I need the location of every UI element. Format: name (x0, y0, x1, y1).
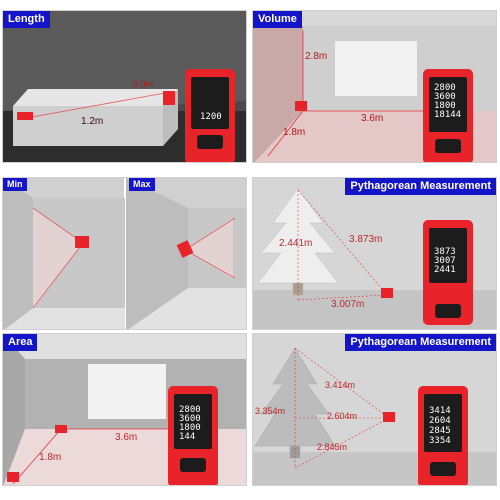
length-panel: 1200 Length 1.2m 0.0m (2, 10, 247, 163)
pyth2-top-label: 3.414m (325, 380, 356, 390)
pythagorean2-scene (253, 334, 496, 485)
area-width-label: 3.6m (115, 432, 138, 443)
area-display: 2800 3600 1800 144 (179, 405, 201, 442)
length-scene: 1200 (3, 11, 246, 162)
laser-distance-meter-device (168, 386, 218, 485)
volume-scene (253, 11, 496, 162)
pyth2-height-label: 3.354m (255, 406, 286, 416)
area-title: Area (3, 334, 38, 351)
laser-target-icon (17, 112, 33, 120)
svg-text:1200: 1200 (200, 112, 222, 122)
pyth2-display: 3414 2604 2845 3354 (429, 406, 451, 446)
pyth1-hypotenuse-label: 3.873m (349, 234, 383, 245)
length-top-label: 0.0m (133, 79, 154, 89)
pythagorean1-panel: Pythagorean Measurement 2.441m 3.873m 3.… (252, 177, 497, 330)
pythagorean1-scene (253, 178, 496, 329)
volume-depth-label: 1.8m (283, 127, 306, 138)
pyth1-display: 3873 3007 2441 (434, 247, 456, 275)
minmax-scene (3, 178, 246, 329)
volume-title: Volume (253, 11, 302, 28)
pythagorean1-title: Pythagorean Measurement (345, 178, 496, 195)
laser-distance-meter-device: 1200 (185, 69, 235, 162)
volume-panel: Volume 2.8m 3.6m 1.8m 2800 3600 1800 181… (252, 10, 497, 163)
minmax-panel: Min Max (2, 177, 247, 330)
length-title: Length (3, 11, 50, 28)
pythagorean2-panel: Pythagorean Measurement 3.414m 2.604m 2.… (252, 333, 497, 486)
area-depth-label: 1.8m (39, 452, 62, 463)
laser-distance-meter-device (423, 220, 473, 325)
area-scene (3, 334, 246, 485)
pyth2-mid-label: 2.604m (327, 411, 358, 421)
pyth1-vertical-label: 2.441m (279, 238, 313, 249)
pyth1-base-label: 3.007m (331, 299, 365, 310)
max-title: Max (129, 178, 155, 191)
volume-display: 2800 3600 1800 18144 (434, 83, 462, 120)
volume-width-label: 3.6m (361, 113, 384, 124)
volume-height-label: 2.8m (305, 51, 328, 62)
pythagorean2-title: Pythagorean Measurement (345, 334, 496, 351)
pyth2-bottom-label: 2.845m (317, 442, 348, 452)
length-measure-label: 1.2m (81, 116, 104, 127)
laser-distance-meter-device (418, 386, 468, 485)
area-panel: Area 3.6m 1.8m 2800 3600 1800 144 (2, 333, 247, 486)
laser-distance-meter-device (423, 69, 473, 162)
min-title: Min (3, 178, 27, 191)
